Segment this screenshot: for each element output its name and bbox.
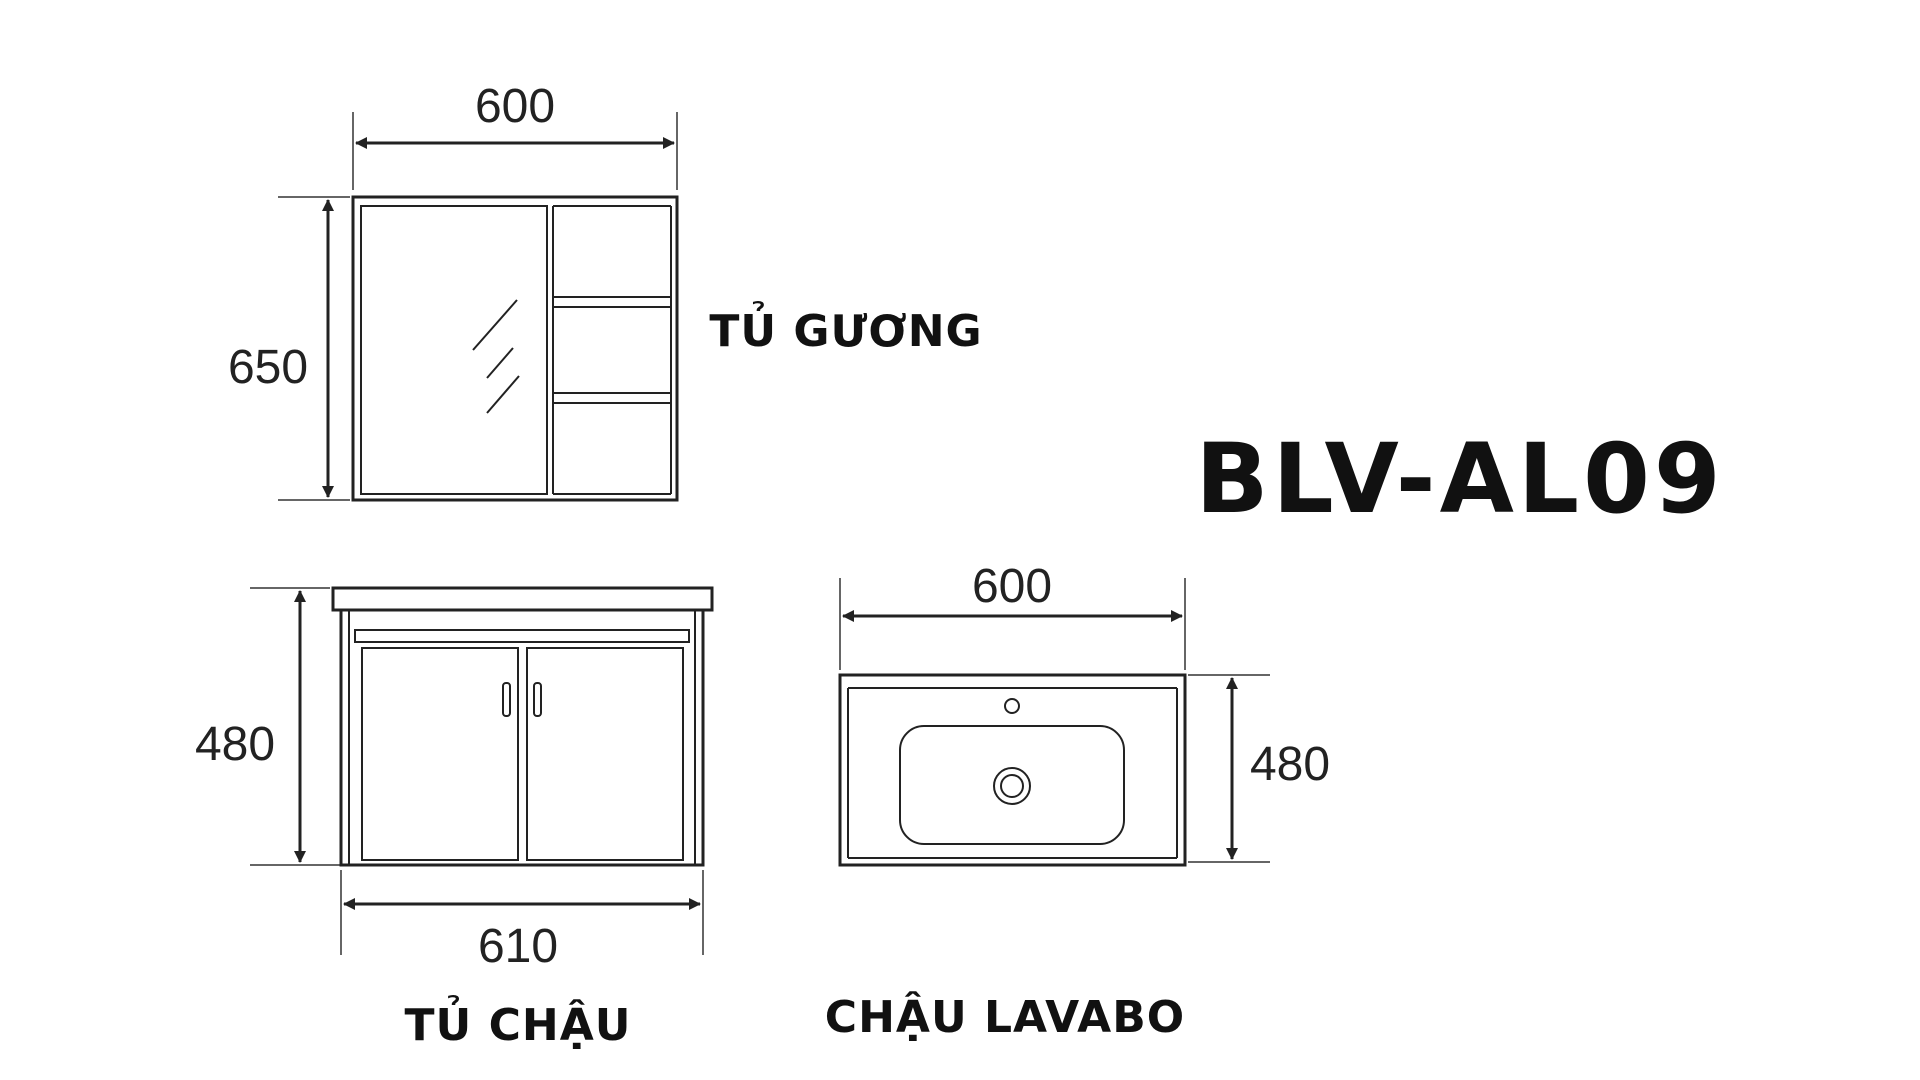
shelf-2 (552, 392, 672, 404)
base-cabinet-group: 480 610 TỦ CHẬU (195, 586, 714, 1051)
faucet-hole (1004, 698, 1020, 714)
basin-height-label: 480 (1250, 738, 1330, 791)
drain-outer (993, 767, 1031, 805)
base-width-label: 610 (478, 920, 558, 973)
basin-group: 600 480 CHẬU LAVABO (825, 560, 1330, 1043)
mirror-cabinet-outline (351, 195, 679, 502)
basin-title: CHẬU LAVABO (825, 990, 1185, 1043)
mirror-cabinet-title: TỦ GƯƠNG (709, 300, 982, 357)
base-cabinet-outline (339, 608, 705, 867)
mirror-cabinet-group: 600 650 TỦ GƯƠNG (228, 80, 982, 502)
mirror-height-label: 650 (228, 341, 308, 394)
left-door (361, 647, 519, 861)
left-door-handle (502, 682, 511, 717)
mirror-reflection-1 (472, 299, 518, 351)
shelf-1 (552, 296, 672, 308)
basin-outline (838, 673, 1187, 867)
model-code: BLV-AL09 (1195, 423, 1724, 535)
base-cabinet-title: TỦ CHẬU (405, 994, 632, 1051)
base-height-label: 480 (195, 718, 275, 771)
countertop (331, 586, 714, 612)
top-rail (354, 629, 690, 643)
right-door-handle (533, 682, 542, 717)
right-door (526, 647, 684, 861)
mirror-width-label: 600 (475, 80, 555, 133)
mirror-door (360, 205, 548, 495)
basin-width-label: 600 (972, 560, 1052, 613)
basin-bowl (899, 725, 1125, 845)
mirror-reflection-3 (486, 375, 520, 414)
mirror-reflection-2 (486, 347, 514, 379)
drain-inner (1000, 774, 1024, 798)
